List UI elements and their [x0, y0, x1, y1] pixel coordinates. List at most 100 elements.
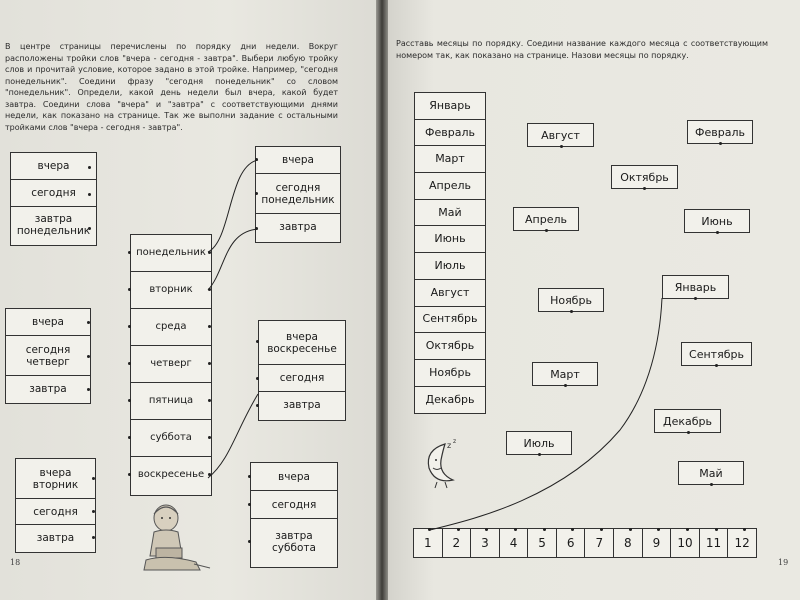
right-page-number: 19: [778, 558, 789, 567]
month-list-cell: Октябрь: [415, 333, 485, 360]
weekday-cell: вторник: [131, 272, 211, 309]
connector-dot: [428, 528, 431, 531]
weekday-cell: суббота: [131, 420, 211, 457]
month-box-june: Июнь: [684, 209, 750, 233]
connector-dot: [208, 325, 211, 328]
month-box-march: Март: [532, 362, 598, 386]
weekday-cell: понедельник: [131, 235, 211, 272]
triple-mid-right: вчера воскресенье сегодня завтра: [258, 320, 346, 421]
number-cell: 7: [585, 529, 615, 557]
connector-dot: [88, 193, 91, 196]
number-cell: 4: [500, 529, 529, 557]
connector-dot: [719, 142, 722, 145]
month-box-september: Сентябрь: [681, 342, 752, 366]
connector-dot: [629, 528, 632, 531]
triple-bottom-right: вчера сегодня завтра суббота: [250, 462, 338, 568]
number-cell: 2: [443, 529, 472, 557]
number-cell: 1: [414, 529, 443, 557]
triple-cell: сегодня: [259, 365, 345, 392]
connector-dot: [87, 388, 90, 391]
month-list-cell: Ноябрь: [415, 360, 485, 387]
connector-dot: [686, 528, 689, 531]
connector-dot: [208, 436, 211, 439]
triple-cell: сегодня: [11, 180, 96, 207]
connector-dot: [128, 251, 131, 254]
connector-dot: [571, 528, 574, 531]
month-box-october: Октябрь: [611, 165, 678, 189]
month-list-cell: Июль: [415, 253, 485, 280]
connector-dot: [87, 355, 90, 358]
right-instruction: Расставь месяцы по порядку. Соедини назв…: [396, 39, 768, 60]
triple-cell: завтра: [29, 382, 67, 395]
triple-cell: сегодня: [251, 491, 337, 519]
connector-dot: [87, 321, 90, 324]
month-box-february: Февраль: [687, 120, 753, 144]
triple-cell: вчера: [11, 153, 96, 180]
connector-dot: [248, 540, 251, 543]
month-list-cell: Июнь: [415, 226, 485, 254]
number-cell: 6: [557, 529, 586, 557]
triple-cell: завтра: [279, 221, 317, 233]
connector-dot: [687, 431, 690, 434]
month-box-november: Ноябрь: [538, 288, 604, 312]
connector-dot: [128, 399, 131, 402]
connector-dot: [208, 251, 211, 254]
number-cell: 9: [643, 529, 672, 557]
month-list-cell: Май: [415, 200, 485, 227]
svg-text:z: z: [453, 438, 456, 445]
connector-dot: [514, 528, 517, 531]
weekday-cell: среда: [131, 309, 211, 346]
month-list-cell: Апрель: [415, 173, 485, 200]
month-box-july: Июль: [506, 431, 572, 455]
connector-dot: [92, 536, 95, 539]
month-list-cell: Январь: [415, 93, 485, 120]
connector-dot: [248, 475, 251, 478]
weekday-cell: воскресенье: [137, 469, 205, 480]
connector-dot: [715, 528, 718, 531]
connector-dot: [485, 528, 488, 531]
connector-dot: [643, 187, 646, 190]
month-list-cell: Февраль: [415, 120, 485, 147]
connector-dot: [256, 340, 259, 343]
connector-dot: [715, 364, 718, 367]
month-box-april: Апрель: [513, 207, 579, 231]
triple-cell: вчера вторник: [16, 459, 95, 499]
triple-cell: вчера воскресенье: [259, 321, 345, 365]
connector-dot: [256, 377, 259, 380]
triple-cell: вчера: [256, 147, 340, 174]
number-cell: 3: [471, 529, 500, 557]
svg-text:z: z: [447, 441, 451, 450]
left-page-number: 18: [10, 558, 21, 567]
connector-dot: [208, 399, 211, 402]
weekdays-column: понедельник вторник среда четверг пятниц…: [130, 234, 212, 496]
month-box-december: Декабрь: [654, 409, 721, 433]
connector-dot: [88, 227, 91, 230]
connector-dot: [256, 404, 259, 407]
triple-mid-left: вчера сегодня четверг завтра: [5, 308, 91, 404]
number-cell: 10: [671, 529, 700, 557]
connector-dot: [694, 297, 697, 300]
number-row: 1 2 3 4 5 6 7 8 9 10 11 12: [413, 528, 757, 558]
triple-cell: сегодня: [16, 499, 95, 525]
month-list-cell: Август: [415, 280, 485, 307]
triple-cell: завтра суббота: [272, 530, 316, 554]
connector-dot: [128, 436, 131, 439]
connector-dot: [710, 483, 713, 486]
connector-dot: [457, 528, 460, 531]
connector-dot: [545, 229, 548, 232]
connector-dot: [564, 384, 567, 387]
month-list-cell: Март: [415, 146, 485, 174]
connector-dot: [657, 528, 660, 531]
month-box-january: Январь: [662, 275, 729, 299]
triple-cell: завтра понедельник: [16, 213, 91, 237]
child-reading-illustration: [143, 504, 211, 571]
connector-dot: [255, 158, 258, 161]
connector-dot: [92, 477, 95, 480]
triple-cell: сегодня понедельник: [256, 174, 340, 214]
number-cell: 8: [614, 529, 643, 557]
connector-dot: [543, 528, 546, 531]
connector-dot: [255, 227, 258, 230]
month-list-cell: Декабрь: [425, 392, 475, 406]
number-cell: 12: [734, 536, 750, 550]
triple-cell: сегодня четверг: [6, 336, 90, 376]
